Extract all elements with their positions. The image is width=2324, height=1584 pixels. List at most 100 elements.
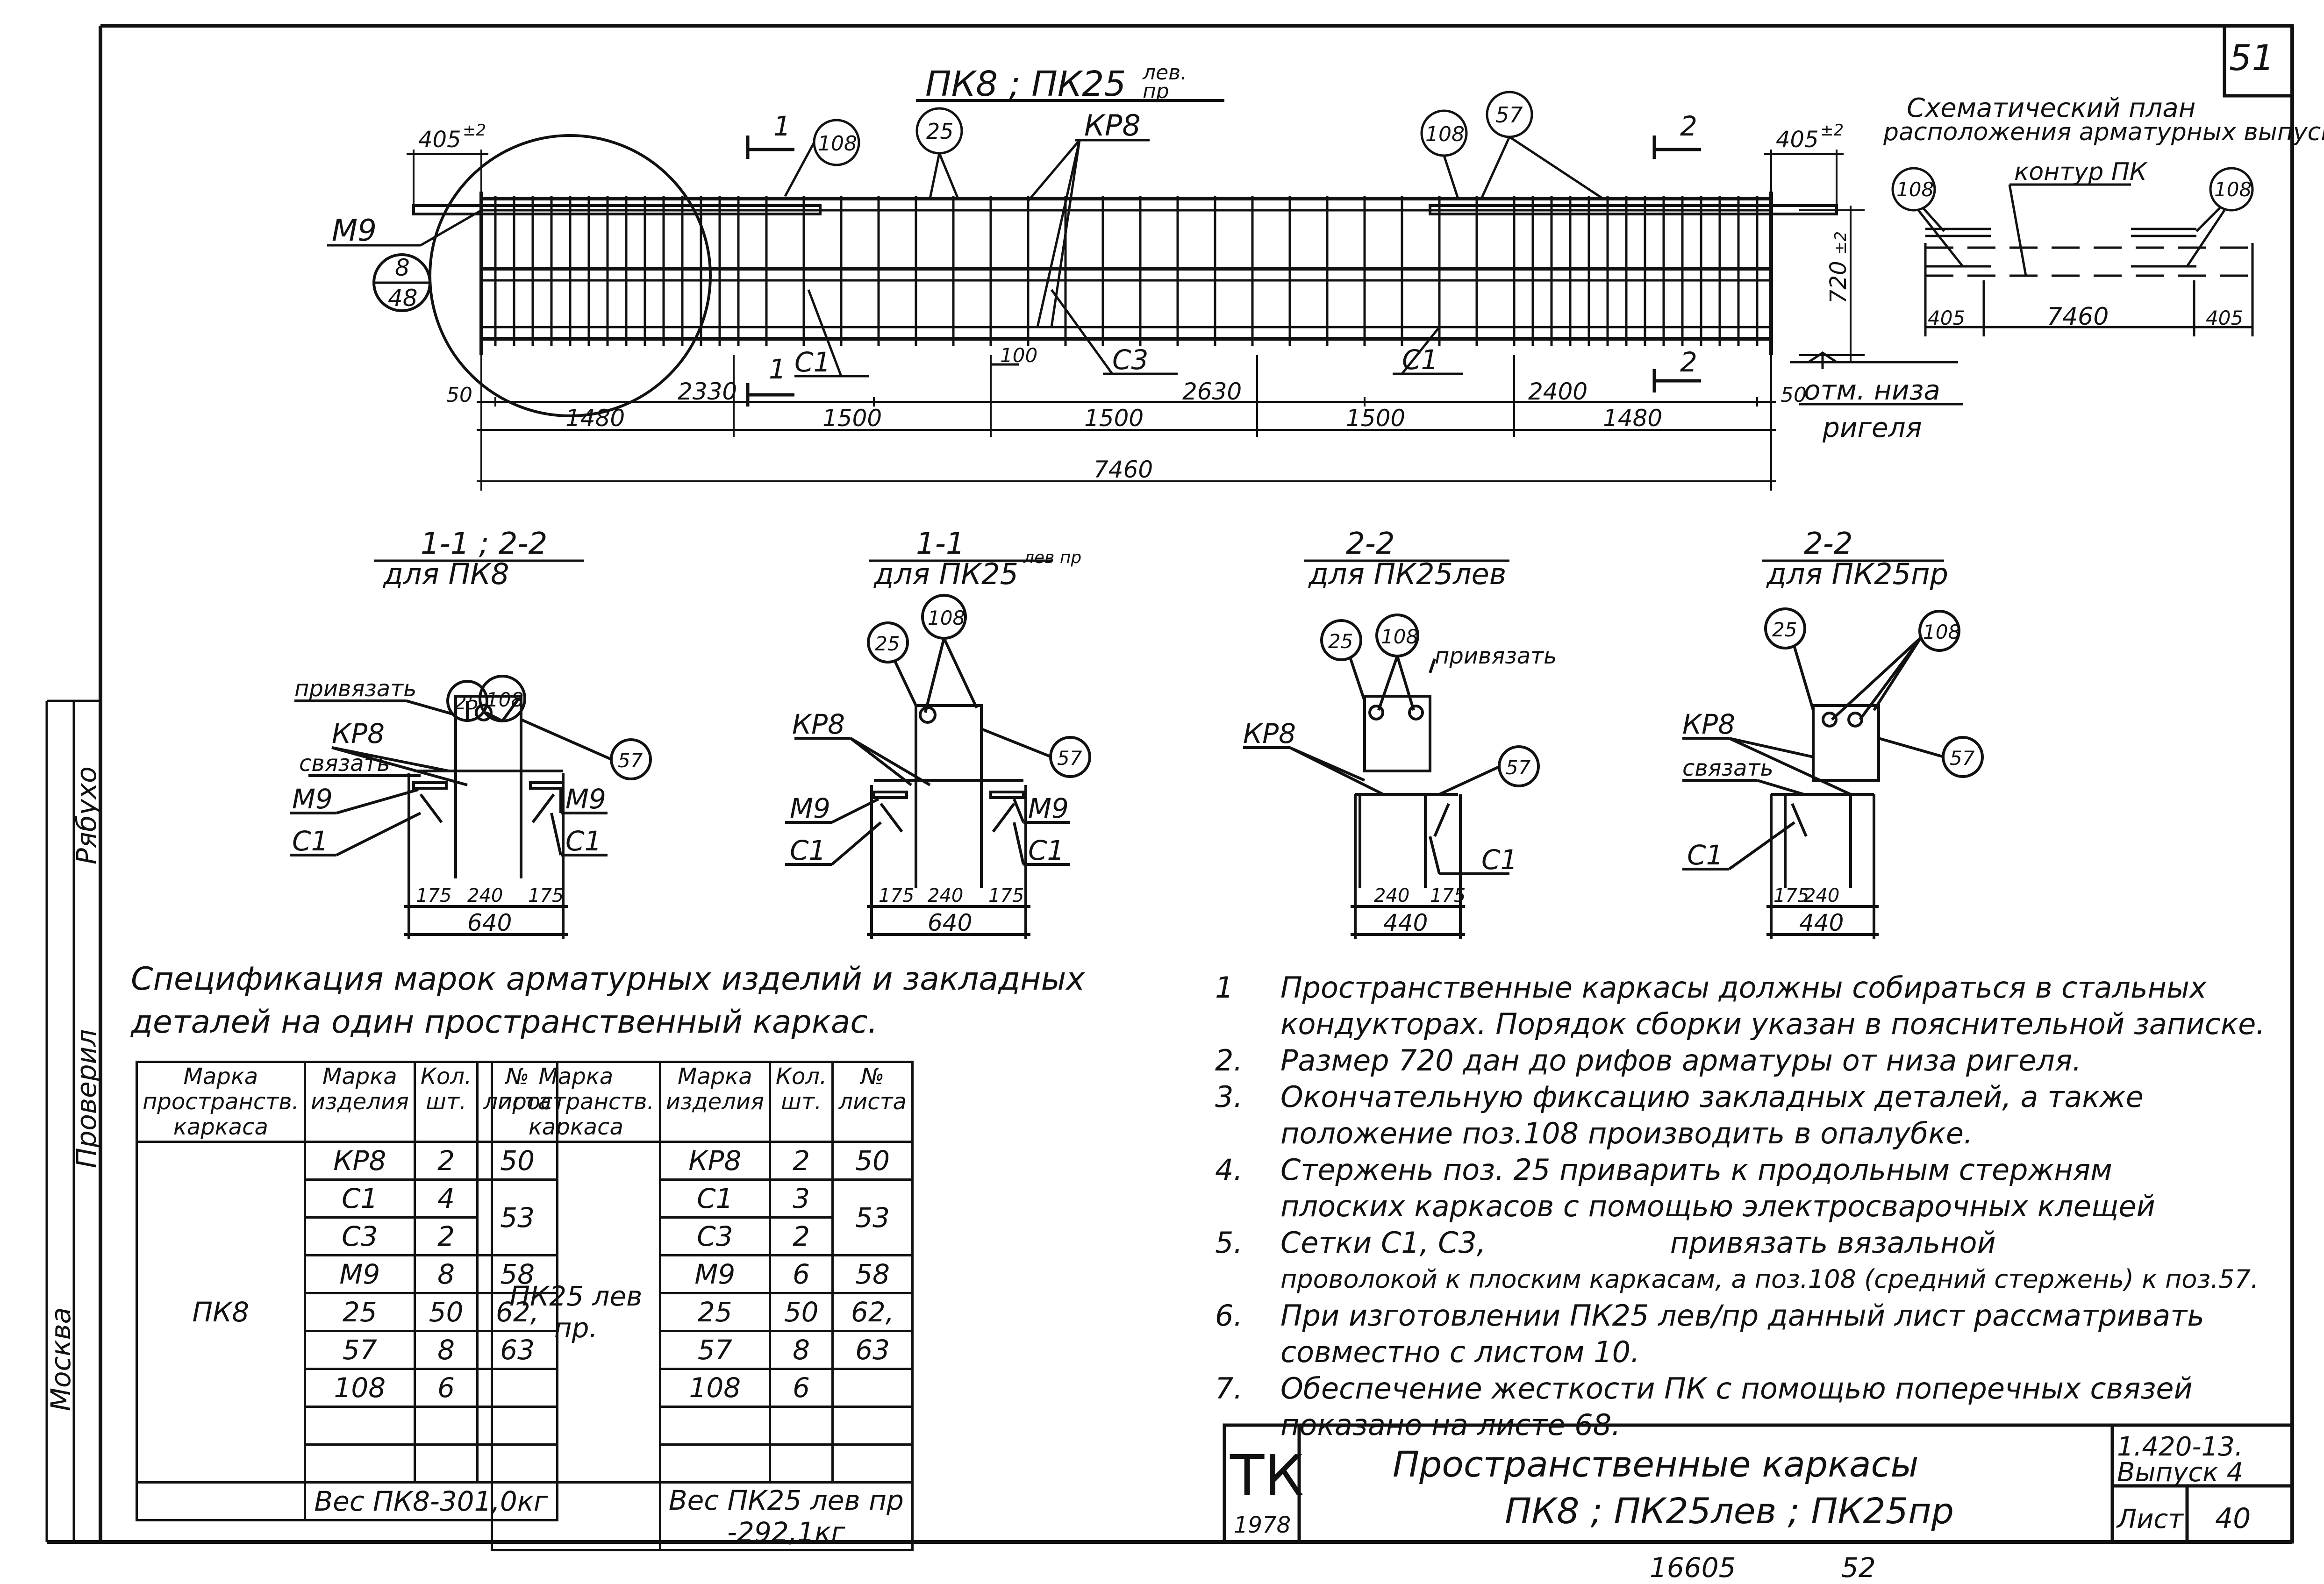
note-text: Сетки С1, С3, привязать вязальной bbox=[1280, 1226, 1996, 1260]
schematic-title-2: расположения арматурных выпусков bbox=[1883, 118, 2324, 146]
note-text: Обеспечение жесткости ПК с помощью попер… bbox=[1280, 1371, 2193, 1406]
header-sheet: № листа bbox=[831, 1061, 914, 1143]
note-line: 5.Сетки С1, С3, привязать вязальной bbox=[1215, 1225, 2265, 1261]
bottom-code: 16605 bbox=[1650, 1552, 1736, 1584]
stamp-name: Рябухо bbox=[71, 766, 102, 864]
schematic-plan: Схематический план расположения арматурн… bbox=[1883, 93, 2324, 336]
section-1-svyazat: связать bbox=[299, 750, 390, 777]
cell bbox=[658, 1406, 771, 1446]
schematic-405-right: 405 bbox=[2206, 307, 2243, 329]
cell bbox=[831, 1368, 914, 1408]
schematic-title-1: Схематический план bbox=[1907, 93, 2195, 123]
title-block bbox=[1223, 1423, 2294, 1544]
note-line: показано на листе 68. bbox=[1215, 1407, 2265, 1443]
note-number bbox=[1215, 1188, 1280, 1225]
section-1-m9a: М9 bbox=[292, 783, 333, 815]
title-block-sheet-label: Лист bbox=[2116, 1504, 2184, 1534]
section-2-dim-1: 175 bbox=[879, 885, 914, 906]
note-line: кондукторах. Порядок сборки указан в поя… bbox=[1215, 1006, 2265, 1042]
spec-title: Спецификация марок арматурных изделий и … bbox=[131, 958, 1085, 1044]
note-number bbox=[1215, 1407, 1280, 1443]
cell: 50 bbox=[831, 1141, 914, 1181]
cell: 4 bbox=[413, 1178, 479, 1219]
section-3-kp8: КР8 bbox=[1243, 718, 1296, 749]
dim-bottom-1: 1480 bbox=[565, 405, 625, 432]
dim-2630: 2630 bbox=[1182, 378, 1242, 405]
stamp-city: Москва bbox=[45, 1307, 77, 1411]
elevation-label-2: ригеля bbox=[1822, 412, 1922, 443]
cell bbox=[831, 1406, 914, 1446]
cell: 108 bbox=[303, 1368, 416, 1408]
cell: М9 bbox=[303, 1254, 416, 1294]
section-2-sup: лев пр bbox=[1023, 548, 1081, 567]
note-number: 2. bbox=[1215, 1043, 1243, 1077]
section-1-dim-2: 240 bbox=[467, 885, 503, 906]
note-text: Пространственные каркасы должны собирать… bbox=[1280, 970, 2207, 1005]
dim-720-tol: ±2 bbox=[1831, 231, 1850, 255]
section-1-25: 25 bbox=[454, 691, 479, 714]
spec-title-line-1: Спецификация марок арматурных изделий и … bbox=[131, 961, 1085, 998]
bottom-page: 52 bbox=[1841, 1552, 1876, 1584]
note-text: Размер 720 дан до рифов арматуры от низа… bbox=[1280, 1043, 2082, 1077]
header-qty: Кол. шт. bbox=[413, 1061, 479, 1143]
note-number bbox=[1215, 1006, 1280, 1042]
title-block-sheet-no: 40 bbox=[2215, 1502, 2251, 1535]
callout-25: 25 bbox=[926, 119, 954, 144]
section-2-title: 1-1 bbox=[916, 527, 965, 561]
label-c1-main-right: С1 bbox=[1402, 344, 1438, 376]
section-4-108: 108 bbox=[1923, 621, 1960, 643]
dim-405-left-tol: ±2 bbox=[463, 121, 486, 140]
cell: 108 bbox=[658, 1368, 771, 1408]
section-1-sub: для ПК8 bbox=[383, 557, 509, 591]
section-2-total: 640 bbox=[928, 909, 972, 936]
header-qty: Кол. шт. bbox=[768, 1061, 834, 1143]
note-number bbox=[1215, 1115, 1280, 1152]
elevation-label-1: отм. низа bbox=[1804, 374, 1940, 406]
section-3-dim-1: 240 bbox=[1374, 885, 1409, 906]
cell: 6 bbox=[768, 1368, 834, 1408]
dim-100: 100 bbox=[1000, 344, 1037, 367]
page-number: 51 bbox=[2229, 37, 2274, 78]
cell: 2 bbox=[413, 1216, 479, 1256]
section-1-kp8: КР8 bbox=[332, 718, 385, 749]
table-row: Вес ПК25 лев пр -292,1кг bbox=[491, 1481, 914, 1551]
section-4: 2-2 для ПК25пр 25 108 57 bbox=[1682, 527, 1984, 939]
section-1-m9b: М9 bbox=[565, 783, 606, 815]
section-2-kp8: КР8 bbox=[792, 708, 845, 740]
section-2-m9b: М9 bbox=[1028, 792, 1069, 824]
header-item: Марка изделия bbox=[303, 1061, 416, 1143]
schematic-405-left: 405 bbox=[1928, 307, 1965, 329]
section-1-dim-1: 175 bbox=[416, 885, 451, 906]
frame-mark: ПК25 лев пр. bbox=[491, 1141, 661, 1484]
title-block-year: 1978 bbox=[1234, 1512, 1291, 1538]
callout-8: 8 bbox=[395, 254, 410, 281]
section-4-25: 25 bbox=[1772, 618, 1797, 641]
note-text: При изготовлении ПК25 лев/пр данный лист… bbox=[1280, 1299, 2204, 1333]
frame-mark: ПК8 bbox=[136, 1141, 306, 1484]
cell: КР8 bbox=[303, 1141, 416, 1181]
note-text: совместно с листом 10. bbox=[1280, 1335, 1640, 1369]
section-2-c1b: С1 bbox=[1028, 835, 1064, 866]
table-header-row: Марка пространств. каркаса Марка изделия… bbox=[491, 1061, 914, 1143]
section-mark-2-bot: 2 bbox=[1680, 346, 1697, 378]
title-block-issue: Выпуск 4 bbox=[2117, 1457, 2243, 1488]
cell: С3 bbox=[658, 1216, 771, 1256]
cell: 58 bbox=[831, 1254, 914, 1294]
header-frame: Марка пространств. каркаса bbox=[136, 1061, 306, 1143]
note-number: 7. bbox=[1215, 1371, 1243, 1406]
label-c1-main-left: С1 bbox=[794, 346, 830, 378]
section-2-c1a: С1 bbox=[790, 835, 826, 866]
section-2: 1-1 для ПК25 лев пр bbox=[785, 527, 1091, 939]
section-3-total: 440 bbox=[1383, 909, 1428, 936]
cell: 8 bbox=[413, 1254, 479, 1294]
spec-table-pk8: Марка пространств. каркаса Марка изделия… bbox=[136, 1061, 558, 1521]
cell: С1 bbox=[303, 1178, 416, 1219]
